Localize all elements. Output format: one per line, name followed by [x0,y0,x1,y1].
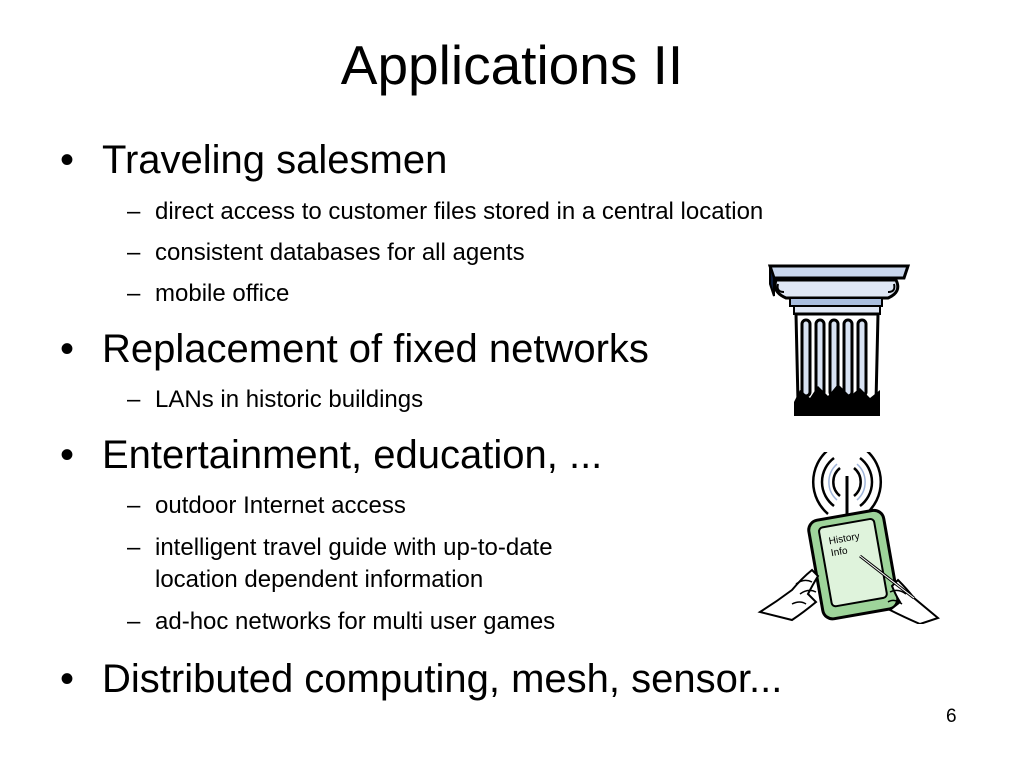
device-screen-line-2: Info [830,545,849,559]
sub-item-text: consistent databases for all agents [155,239,525,266]
dash: – [127,280,141,307]
bullet-dot: • [60,433,75,477]
sub-item-text: ad-hoc networks for multi user games [155,608,556,635]
dash: – [127,239,141,266]
sub-item-text: mobile office [155,280,290,307]
sub-item-text: outdoor Internet access [155,492,406,519]
bullet-text: Distributed computing, mesh, sensor... [102,657,783,701]
dash: – [127,608,141,635]
sub-item-text: location dependent information [155,566,484,593]
bullet-dot: • [60,138,75,182]
bullet-text: Traveling salesmen [102,138,448,182]
device-screen-line-1: History [828,531,861,547]
handheld-device-icon: History Info [757,452,940,624]
dash: – [127,386,141,413]
sub-item-text: direct access to customer files stored i… [155,198,764,225]
dash: – [127,534,141,561]
sub-item-text: LANs in historic buildings [155,386,424,413]
dash: – [127,492,141,519]
sub-item-text: intelligent travel guide with up-to-date [155,534,553,561]
bullet-text: Replacement of fixed networks [102,327,649,371]
column-icon [767,264,911,416]
bullet-dot: • [60,657,75,701]
slide-title: Applications II [340,34,684,96]
bullet-text: Entertainment, education, ... [102,433,603,477]
dash: – [127,198,141,225]
page-number: 6 [946,706,957,727]
bullet-dot: • [60,327,75,371]
